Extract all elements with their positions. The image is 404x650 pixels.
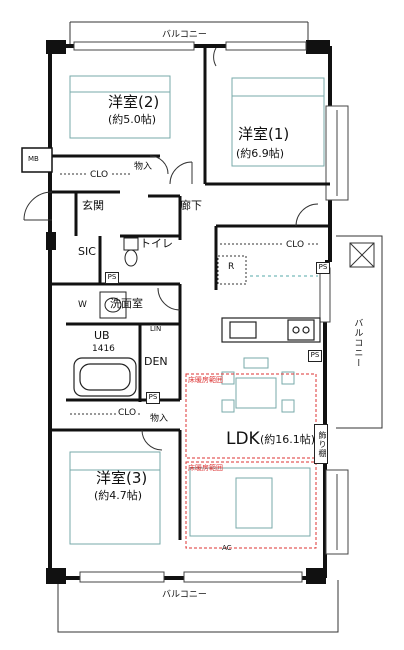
balcony-bottom [57, 580, 339, 633]
ldk-area: (約16.1帖) [260, 433, 316, 446]
kitchen-counter [221, 317, 321, 343]
pipe-space-1: PS [105, 272, 119, 284]
fridge-space [217, 255, 247, 285]
mb-label: MB [28, 155, 39, 163]
sic-label: SIC [78, 245, 96, 258]
entrance-label: 玄関 [82, 199, 104, 212]
decor-shelf-label: 飾り棚 [314, 424, 328, 464]
western-room-3-name: 洋室(3) [96, 469, 148, 487]
clo-right-label: CLO [284, 240, 307, 251]
ldk-name: LDK [226, 429, 260, 449]
den-label: DEN [144, 355, 168, 368]
corridor-label: 廊下 [180, 199, 202, 212]
floor-heating-label-bottom: 床暖房範囲 [188, 464, 223, 472]
washer-label: W [78, 300, 87, 310]
ac-label: AC [222, 544, 232, 552]
western-room-2-name: 洋室(2) [108, 93, 160, 111]
balcony-right-label: バルコニー [352, 318, 363, 368]
interior-walls [52, 48, 330, 540]
western-room-3-area: (約4.7帖) [94, 489, 143, 502]
balcony-right [336, 235, 383, 429]
floor-heating-label-top: 床暖房範囲 [188, 376, 223, 384]
linen-label: LIN [150, 325, 162, 333]
windows [73, 41, 349, 583]
storage-bottom-label: 物入 [150, 414, 169, 424]
unit-bath-label: UB [94, 329, 110, 342]
unit-bath-size: 1416 [92, 344, 115, 354]
pipe-space-4: PS [146, 392, 160, 404]
western-room-2-area: (約5.0帖) [108, 113, 157, 126]
fridge-label: R [228, 262, 235, 272]
western-room-1-area: (約6.9帖) [236, 147, 285, 160]
floor-heating [185, 373, 317, 549]
pillars [21, 40, 330, 584]
bathtub [73, 357, 137, 397]
washroom-label: 洗面室 [110, 297, 143, 310]
door-swings [23, 47, 319, 451]
pipe-space-3: PS [308, 350, 322, 362]
toilet-fixture [99, 237, 139, 319]
clo-top-label: CLO [88, 170, 111, 181]
storage-top-label: 物入 [134, 162, 153, 172]
clo-bottom-label: CLO [116, 408, 139, 419]
closet-lines [60, 173, 320, 415]
balcony-bottom-label: バルコニー [162, 590, 207, 600]
toilet-label: トイレ [140, 237, 173, 250]
furniture [69, 75, 325, 545]
pipe-space-2: PS [316, 262, 330, 274]
balcony-top-label: バルコニー [162, 30, 207, 40]
western-room-1-name: 洋室(1) [238, 125, 290, 143]
